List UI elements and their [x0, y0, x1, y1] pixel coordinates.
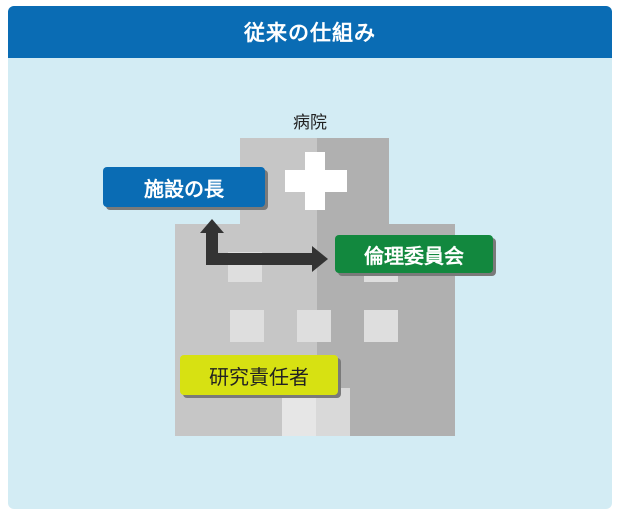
ethics-committee-box: 倫理委員会	[335, 235, 493, 273]
building-door	[282, 388, 350, 436]
facility-director-box: 施設の長	[103, 167, 265, 207]
bidirectional-arrow-icon	[200, 219, 328, 272]
medical-cross-icon	[285, 152, 347, 210]
hospital-label: 病院	[293, 113, 327, 133]
panel-title: 従来の仕組み	[8, 6, 612, 58]
principal-investigator-box: 研究責任者	[180, 355, 338, 395]
